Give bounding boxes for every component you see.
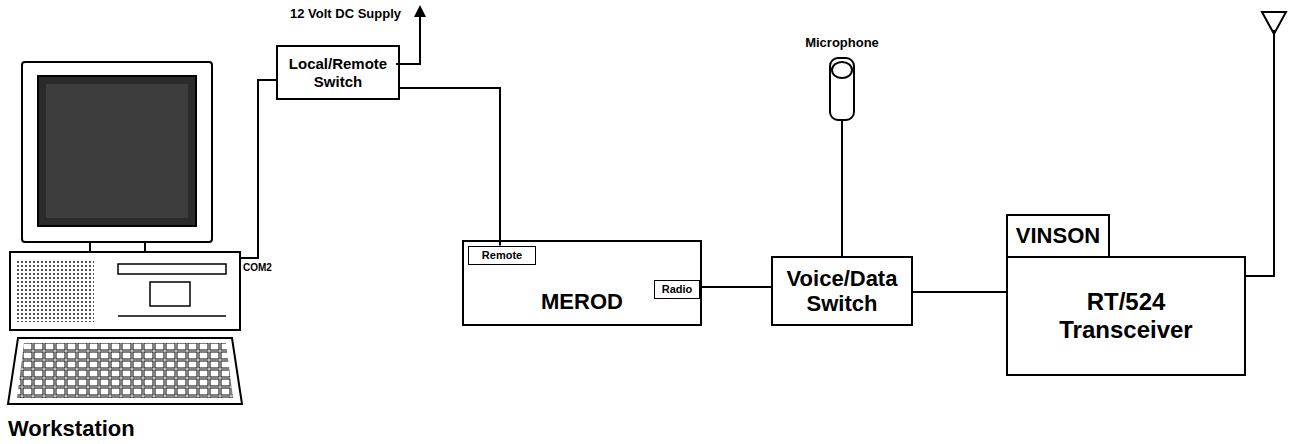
connector-wire — [913, 291, 1006, 293]
node-text: Radio — [662, 283, 693, 296]
node-text: Microphone — [805, 36, 879, 51]
drive-slot — [118, 264, 226, 274]
antenna-feed — [1246, 30, 1274, 276]
drive-bay — [150, 282, 190, 306]
connector-wire — [400, 88, 500, 246]
microphone-grille — [832, 62, 852, 78]
antenna-symbol — [1262, 12, 1286, 34]
monitor-screen — [38, 76, 196, 226]
node-text: MEROD — [541, 289, 623, 314]
node-text: Workstation — [8, 416, 135, 441]
workstation-figure: Workstation — [8, 60, 240, 441]
switch-box: Voice/Data Switch — [771, 256, 913, 326]
connector-wire — [841, 120, 843, 256]
port-box: Remote — [468, 246, 536, 265]
monitor-housing — [22, 62, 212, 242]
port-label: COM2 — [243, 262, 272, 273]
supply-label: 12 Volt DC Supply — [290, 7, 401, 21]
supply-arrowhead — [414, 5, 426, 17]
monitor-stand — [90, 242, 145, 252]
node-text: Voice/Data Switch — [778, 266, 906, 317]
switch-box: Local/Remote Switch — [276, 45, 400, 100]
node-text: Remote — [482, 249, 522, 262]
modem-box: RemoteRadio MEROD — [462, 240, 702, 326]
connector-wire — [700, 286, 771, 288]
microphone-body — [830, 58, 854, 120]
node-text: VINSON — [1016, 223, 1100, 248]
vent-grille — [16, 260, 94, 322]
screen-glow — [46, 84, 188, 218]
microphone-figure: Microphone — [772, 36, 912, 120]
transceiver-box: RT/524 Transceiver — [1006, 256, 1246, 376]
node-text: RT/524 Transceiver — [1041, 288, 1211, 343]
port-box: Radio — [654, 280, 700, 299]
system-unit — [10, 252, 240, 330]
keyboard — [8, 338, 242, 404]
keyboard-keys — [17, 343, 233, 398]
node-text: Local/Remote Switch — [283, 55, 393, 90]
connector-wire — [240, 80, 276, 258]
crypto-box: VINSON — [1006, 214, 1110, 258]
panel-line — [118, 315, 226, 317]
